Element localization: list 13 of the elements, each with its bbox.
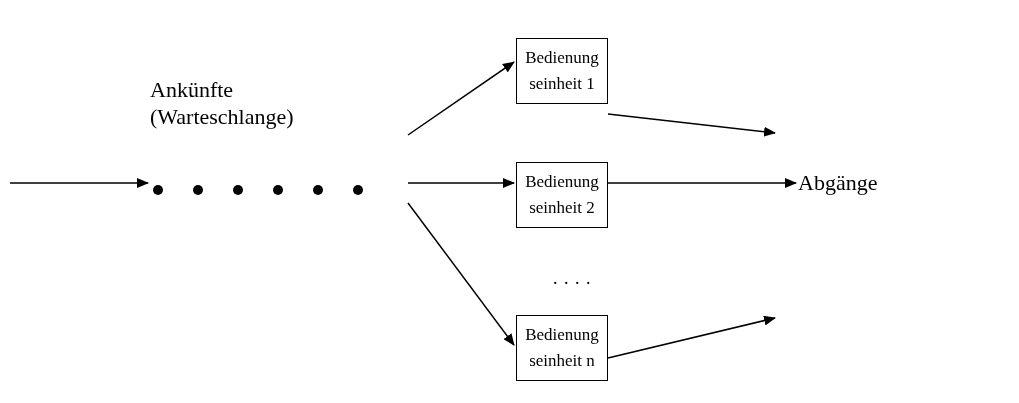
output-label: Abgänge (798, 170, 878, 195)
arrow (607, 315, 776, 359)
arrow (9, 178, 149, 188)
arrow (607, 178, 797, 188)
queue-label: Ankünfte (Warteschlange) (150, 76, 295, 130)
arrow (607, 113, 776, 137)
ellipsis-label: . . . . (553, 268, 592, 289)
process-box: Bedienung seinheit 1 (516, 38, 608, 104)
arrow (407, 202, 515, 346)
arrow (407, 61, 515, 136)
process-box: Bedienung seinheit n (516, 315, 608, 381)
arrow (407, 178, 515, 188)
process-box: Bedienung seinheit 2 (516, 162, 608, 228)
